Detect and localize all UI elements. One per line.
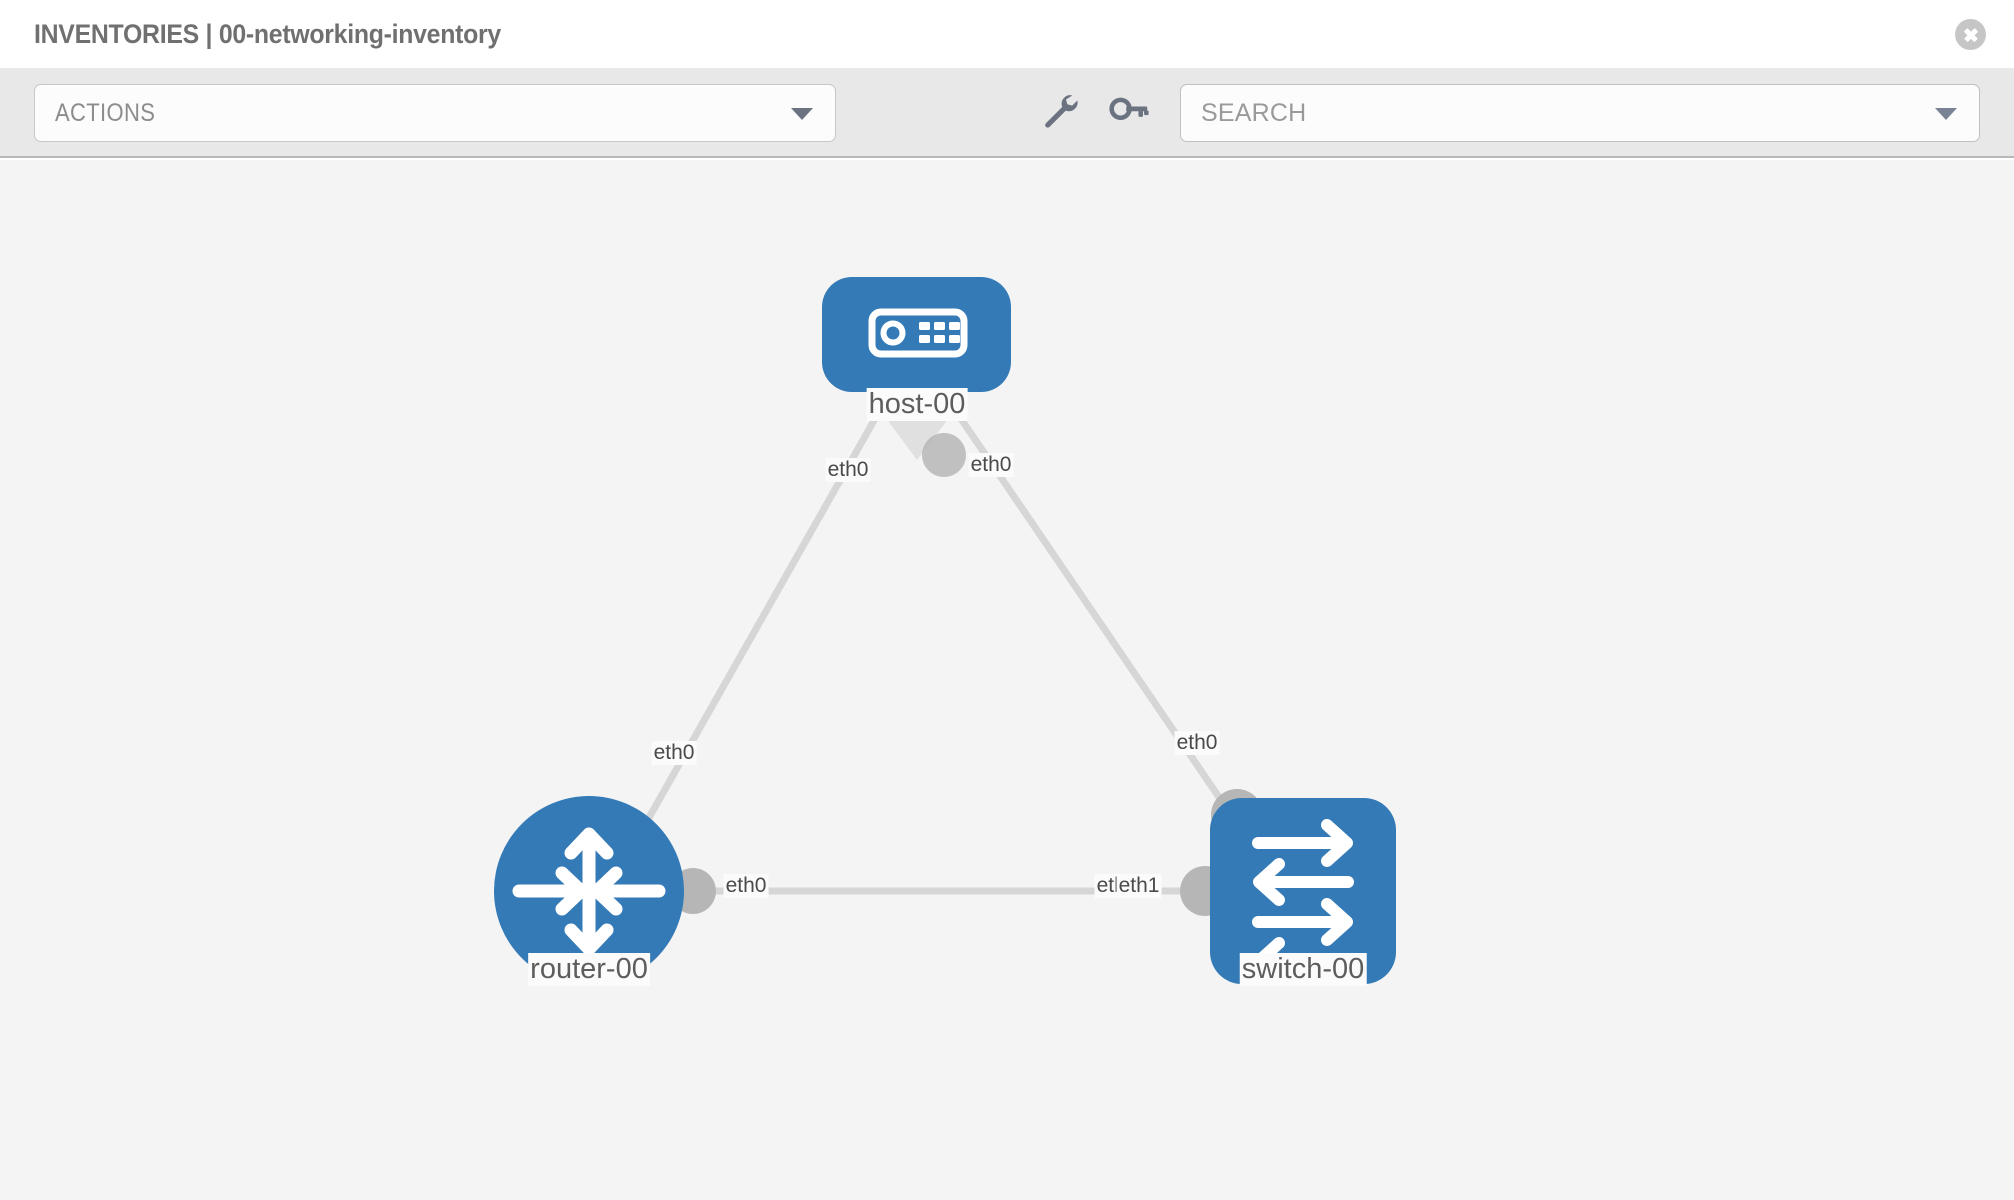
node-router-00 <box>494 796 684 986</box>
search-placeholder: SEARCH <box>1201 98 1307 127</box>
port-host-eth0-b <box>922 433 966 477</box>
node-label-host-00: host-00 <box>866 388 968 421</box>
page-header: INVENTORIES | 00-networking-inventory <box>0 0 2014 68</box>
iface-label-host-eth0-left: eth0 <box>825 458 871 482</box>
page-title: INVENTORIES | 00-networking-inventory <box>34 18 501 49</box>
close-icon[interactable] <box>1955 19 1986 50</box>
link-host-switch <box>952 408 1258 852</box>
topology-graph <box>494 277 1396 986</box>
iface-label-router-eth0-trunk: eth0 <box>723 874 769 898</box>
node-label-switch-00: switch-00 <box>1239 953 1367 986</box>
search-input[interactable]: SEARCH <box>1180 84 1980 142</box>
node-label-router-00: router-00 <box>528 953 650 986</box>
toolbar: ACTIONS SEARCH <box>0 68 2014 158</box>
topology-canvas[interactable]: host-00 router-00 switch-00 eth0 eth0 et… <box>0 160 2014 1200</box>
wrench-icon[interactable] <box>1030 82 1092 144</box>
iface-label-switch-eth0-uplink: eth0 <box>1174 731 1220 755</box>
iface-label-router-eth0-uplink: eth0 <box>651 741 697 765</box>
node-host-00 <box>822 277 1011 392</box>
actions-dropdown[interactable]: ACTIONS <box>34 84 836 142</box>
key-icon[interactable] <box>1098 82 1160 144</box>
port-host-shadow <box>880 410 955 460</box>
chevron-down-icon <box>1935 108 1957 120</box>
chevron-down-icon <box>791 108 813 120</box>
actions-dropdown-label: ACTIONS <box>55 98 156 127</box>
link-host-router <box>621 408 884 862</box>
iface-label-switch-eth1-trunk: eth1 <box>1116 874 1162 898</box>
iface-label-host-eth0-right: eth0 <box>968 453 1014 477</box>
